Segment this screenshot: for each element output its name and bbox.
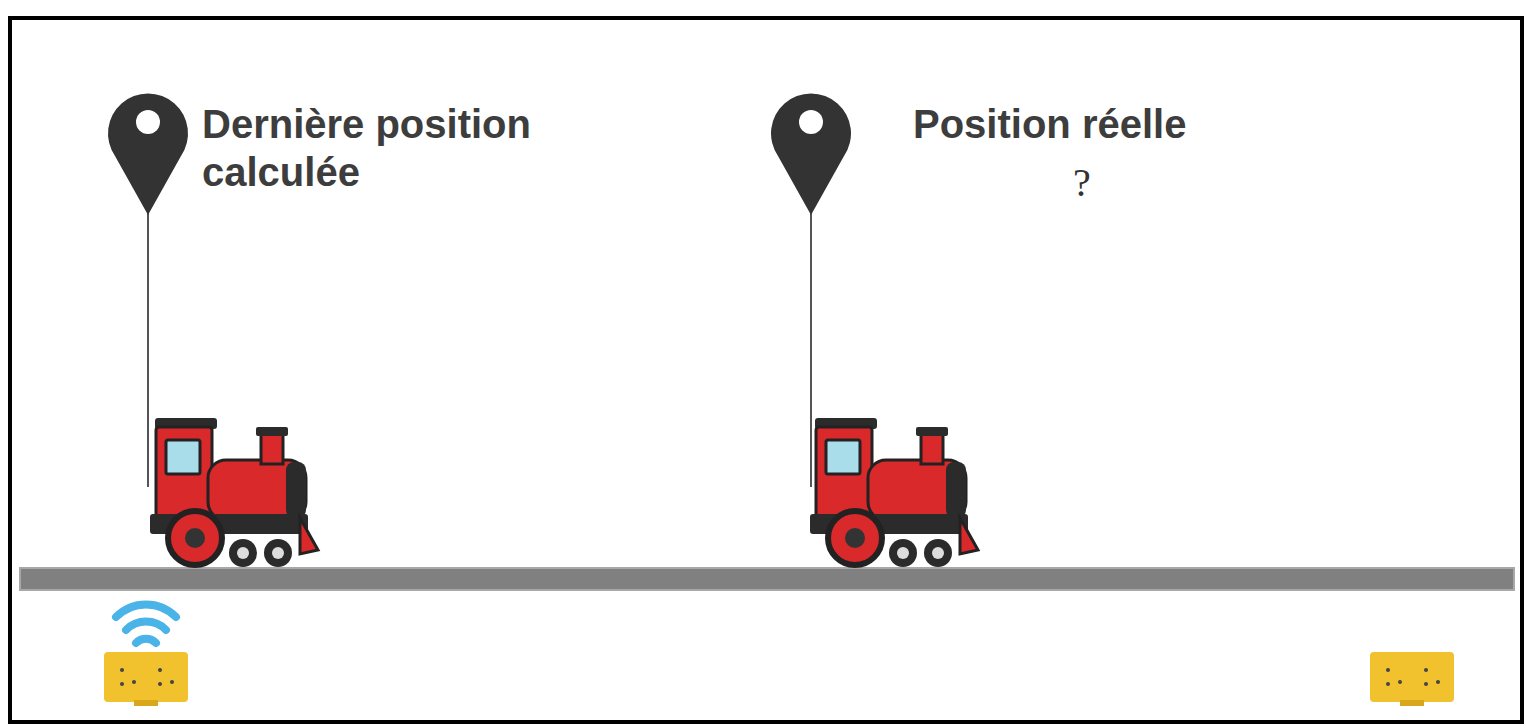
annotation-label: Dernière position calculée xyxy=(202,100,632,196)
annotation-label: Position réelle xyxy=(913,100,1333,148)
annotation-label: ? xyxy=(1042,160,1122,206)
